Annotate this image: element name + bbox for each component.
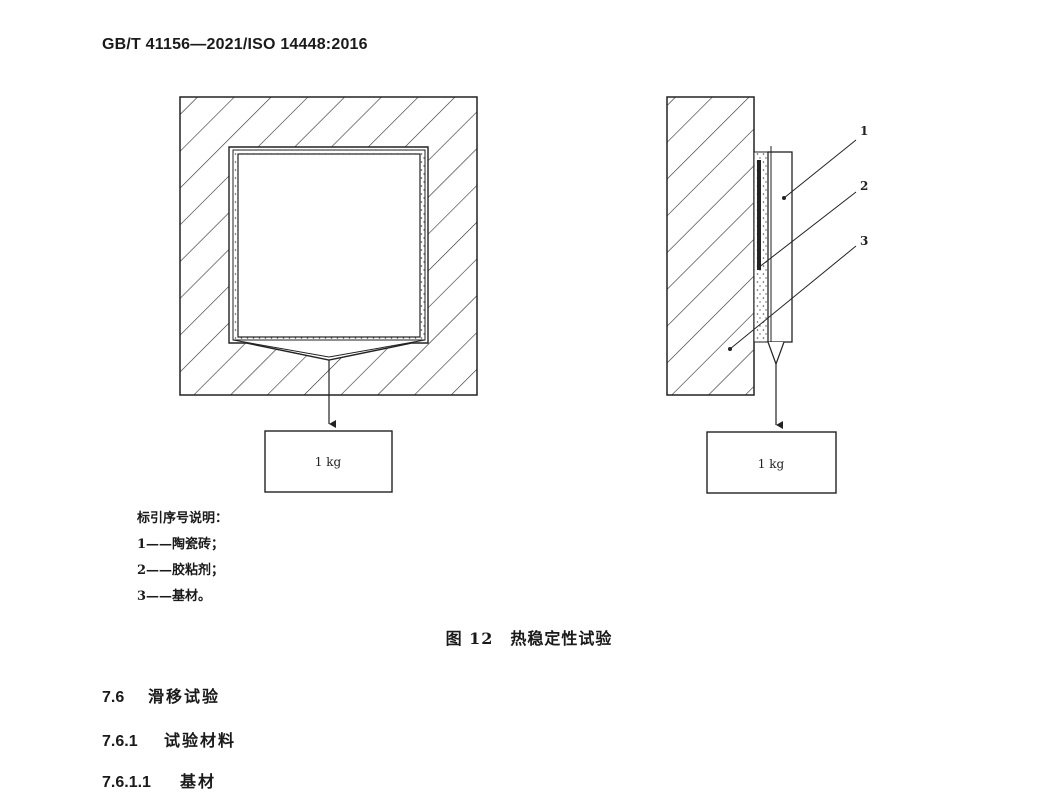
- leader-line-2: [757, 191, 857, 269]
- section-number: 7.6.1: [102, 733, 138, 750]
- side-view: 1 kg 1 2 3: [666, 96, 868, 494]
- section-heading: 7.6.1 试验材料: [102, 727, 236, 751]
- leader-line-1: [783, 139, 857, 199]
- weight-box-right: [706, 431, 837, 494]
- section-title: 试验材料: [164, 731, 237, 750]
- legend-item: 3——基材。: [137, 589, 212, 604]
- standard-header: GB/T 41156—2021/ISO 14448:2016: [102, 36, 368, 53]
- substrate-section: [666, 96, 755, 396]
- legend-item: 2——胶粘剂；: [137, 563, 225, 578]
- section-number: 7.6.1.1: [102, 774, 151, 791]
- weight-box-left: [264, 430, 393, 493]
- tile-face: [237, 153, 421, 338]
- weight-label-left: 1 kg: [315, 455, 342, 469]
- thermal-stability-test-figure: 1 kg 1 kg 1 2 3: [179, 96, 868, 494]
- section-heading: 7.6.1.1 基材: [102, 768, 216, 792]
- legend-item: 1——陶瓷砖；: [137, 537, 225, 552]
- callout-1: 1: [860, 124, 868, 138]
- section-title: 滑移试验: [148, 687, 221, 706]
- section-number: 7.6: [102, 689, 125, 706]
- figure-caption: 图 12 热稳定性试验: [445, 629, 613, 648]
- section-heading: 7.6 滑移试验: [102, 683, 220, 707]
- weight-label-right: 1 kg: [758, 457, 785, 471]
- leader-line-3: [729, 245, 857, 350]
- section-title: 基材: [180, 772, 217, 791]
- tile-section: [767, 151, 793, 343]
- front-view: 1 kg: [179, 96, 478, 493]
- callout-3: 3: [860, 234, 868, 248]
- callout-2: 2: [860, 179, 868, 193]
- figure-legend: 标引序号说明： 1——陶瓷砖； 2——胶粘剂； 3——基材。: [137, 510, 228, 614]
- legend-title: 标引序号说明：: [137, 511, 229, 526]
